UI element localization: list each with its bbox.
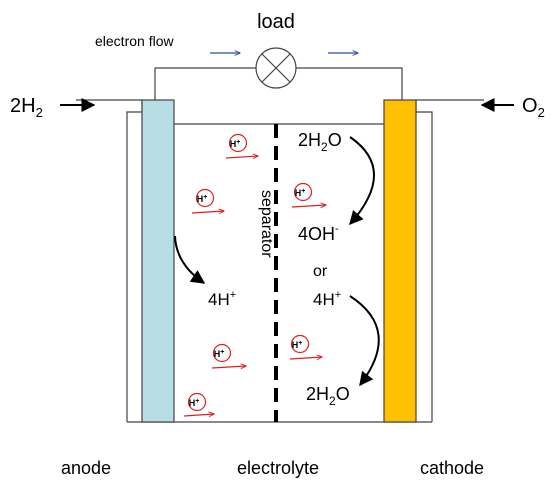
- load-label: load: [257, 11, 295, 33]
- hydrogen-input-label: 2H2: [10, 95, 43, 120]
- proton-arrow: [289, 357, 322, 359]
- circuit-wire: [154, 67, 256, 100]
- electron-flow-label: electron flow: [95, 33, 174, 49]
- svg-text:H+: H+: [197, 194, 208, 204]
- load-lamp-icon: [255, 47, 297, 89]
- anode-label: anode: [61, 458, 111, 478]
- svg-text:H+: H+: [295, 188, 306, 198]
- anode-outer-wall: [76, 99, 143, 422]
- separator-label: separator: [258, 190, 275, 258]
- cathode-protons-label: 4H+: [313, 289, 341, 309]
- proton-arrow: [225, 156, 258, 158]
- proton-ion: H+: [293, 182, 313, 202]
- cathode-electrode: [383, 99, 417, 423]
- electrolyte-label: electrolyte: [237, 458, 319, 478]
- or-label: or: [313, 263, 328, 280]
- proton-arrow: [191, 211, 224, 213]
- cathode-water-bottom-label: 2H2O: [306, 384, 350, 408]
- proton-ion: H+: [290, 334, 310, 354]
- circuit-wire-right: [296, 67, 403, 100]
- svg-text:H+: H+: [214, 349, 225, 359]
- anode-electrode: [141, 99, 175, 423]
- cathode-outer-wall: [415, 99, 484, 422]
- svg-text:H+: H+: [189, 398, 200, 408]
- proton-arrow: [183, 414, 214, 416]
- cathode-reaction-arrow-bottom: [349, 295, 380, 387]
- proton-ion: H+: [212, 343, 232, 363]
- proton-arrow: [211, 366, 246, 368]
- cathode-reaction-arrow-top: [349, 136, 375, 226]
- proton-arrow: [291, 205, 326, 207]
- proton-ion: H+: [187, 392, 207, 412]
- oxygen-input-label: O2: [522, 95, 545, 120]
- proton-ion: H+: [195, 188, 215, 208]
- cathode-water-top-label: 2H2O: [298, 130, 342, 154]
- proton-ion: H+: [228, 133, 248, 153]
- cathode-label: cathode: [420, 458, 484, 478]
- hydroxide-label: 4OH-: [298, 223, 339, 244]
- anode-protons-label: 4H+: [208, 289, 236, 309]
- svg-text:H+: H+: [292, 340, 303, 350]
- svg-text:H+: H+: [230, 139, 241, 149]
- anode-reaction-arrow: [174, 235, 206, 284]
